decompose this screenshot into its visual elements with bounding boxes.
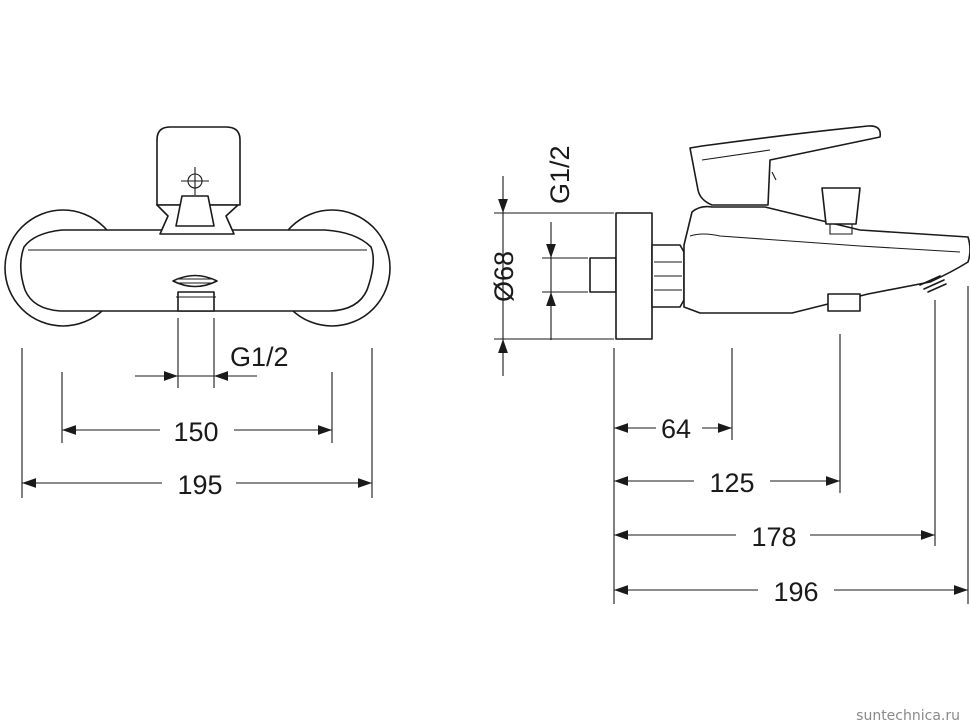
side-flange: [615, 212, 653, 340]
dim-178-label: 178: [751, 522, 796, 552]
front-thread-label: G1/2: [230, 342, 289, 372]
side-lever: [689, 125, 882, 206]
side-nipple: [589, 257, 617, 293]
dim-64-label: 64: [661, 414, 691, 444]
side-diverter-knob: [821, 187, 861, 225]
dim-125-label: 125: [709, 468, 754, 498]
dim-195-label: 195: [177, 470, 222, 500]
front-lever: [156, 126, 241, 206]
side-thread-label: G1/2: [545, 145, 575, 204]
side-outlet: [827, 293, 861, 312]
watermark: suntechnica.ru: [856, 708, 960, 724]
front-view: G1/2 150 195: [4, 126, 391, 500]
front-outlet: [177, 291, 215, 312]
aerator: [172, 274, 218, 288]
side-view: Ø68 G1/2 64 125 178 196: [489, 125, 970, 607]
spout-aerator: [919, 275, 947, 293]
dim-150-label: 150: [173, 417, 218, 447]
flange-diameter-label: Ø68: [489, 251, 519, 302]
dim-196-label: 196: [773, 577, 818, 607]
front-cartridge: [175, 195, 215, 227]
